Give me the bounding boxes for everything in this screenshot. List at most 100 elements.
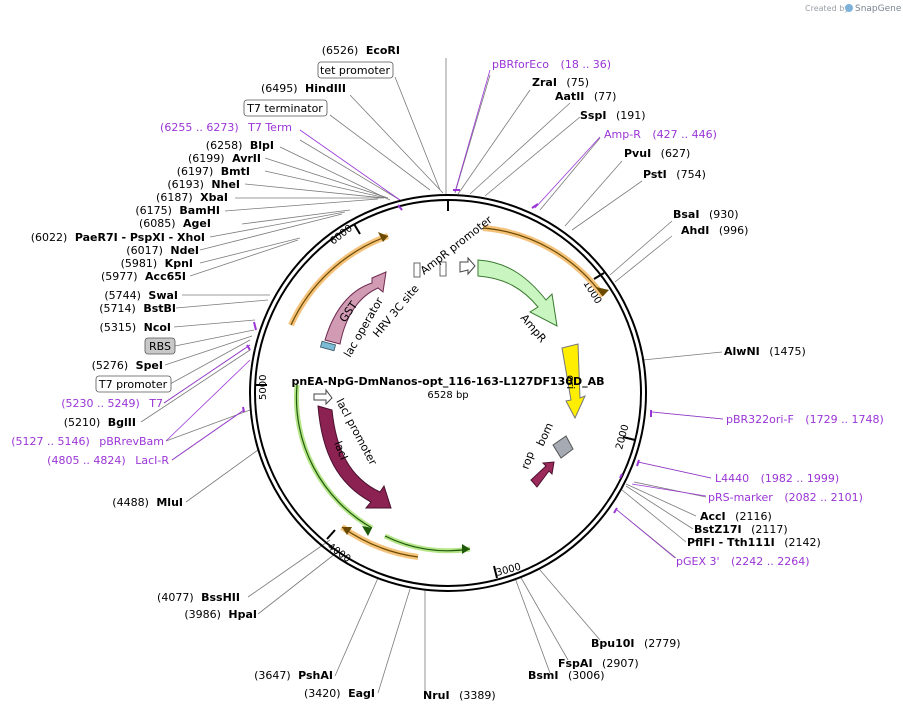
primer-name[interactable]: pRS-marker: [708, 491, 773, 504]
ampr-promoter-arrow[interactable]: [459, 256, 476, 276]
rop-arrow[interactable]: [530, 461, 555, 488]
svg-text:(5127 .. 5146) pBRrevBam: (5127 .. 5146) pBRrevBam: [11, 435, 164, 448]
site-pos: (2779): [644, 637, 681, 650]
svg-text:(6175) BamHI: (6175) BamHI: [135, 204, 220, 217]
orange-arrow-head: [596, 287, 609, 296]
primer-name[interactable]: T7 Term: [247, 121, 292, 134]
site-pos: (6495): [261, 82, 298, 95]
site-pos: (6193): [167, 178, 204, 191]
svg-text:(5981) KpnI: (5981) KpnI: [121, 257, 193, 270]
primer-range: (4805 .. 4824): [47, 454, 126, 467]
t7-promoter-label: T7 promoter: [98, 378, 168, 391]
ampr-arrow[interactable]: [477, 259, 558, 327]
snapgene-logo-icon: [845, 4, 853, 12]
feature-label-bom: bom: [534, 421, 556, 449]
t7-promoter-box[interactable]: [95, 375, 172, 393]
site-name[interactable]: PaeR7I - PspXI - XhoI: [75, 231, 205, 244]
site-name[interactable]: HindIII: [305, 82, 346, 95]
site-name[interactable]: KpnI: [165, 257, 193, 270]
site-pos: (5210): [64, 416, 101, 429]
left-site-labels: (6526) EcoRI (6495) HindIII (6258) BlpI …: [31, 44, 400, 700]
svg-text:(5230 .. 5249) T7: (5230 .. 5249) T7: [61, 397, 163, 410]
site-name[interactable]: PvuI: [624, 147, 651, 160]
ori-feature[interactable]: [561, 343, 586, 420]
primer-name[interactable]: T7: [148, 397, 163, 410]
site-name[interactable]: NruI: [423, 689, 450, 702]
primer-range: (2242 .. 2264): [731, 555, 810, 568]
svg-text:pBR322ori-F (1729 .. 1748): pBR322ori-F (1729 .. 1748): [726, 413, 884, 426]
site-name[interactable]: BsaI: [673, 208, 699, 221]
site-name[interactable]: SwaI: [148, 289, 178, 302]
svg-text:(3647) PshAI: (3647) PshAI: [254, 669, 333, 682]
site-name[interactable]: BglII: [108, 416, 136, 429]
site-name[interactable]: BstBI: [143, 302, 176, 315]
svg-text:PstI (754): PstI (754): [643, 168, 706, 181]
site-name[interactable]: BsmI: [528, 669, 559, 682]
boxed-features: tet promoter T7 terminator RBS T7 promot…: [95, 61, 394, 393]
site-name[interactable]: AccI: [700, 510, 726, 523]
site-name[interactable]: EagI: [348, 687, 375, 700]
primer-name[interactable]: pBR322ori-F: [726, 413, 794, 426]
site-pos: (3647): [254, 669, 291, 682]
site-name[interactable]: SpeI: [136, 359, 163, 372]
primer-name[interactable]: pBRrevBam: [99, 435, 164, 448]
site-name[interactable]: HpaI: [228, 608, 257, 621]
primer-name[interactable]: LacI-R: [135, 454, 169, 467]
site-name[interactable]: NcoI: [144, 321, 171, 334]
svg-text:Bpu10I (2779): Bpu10I (2779): [591, 637, 681, 650]
rbs-box[interactable]: [144, 337, 176, 355]
backbone-outer: [249, 194, 647, 592]
primer-name[interactable]: L4440: [715, 472, 749, 485]
site-name[interactable]: PstI: [643, 168, 667, 181]
site-name[interactable]: MluI: [156, 496, 183, 509]
primer-range: (427 .. 446): [652, 128, 717, 141]
site-pos: (5981): [121, 257, 158, 270]
site-pos: (2116): [735, 510, 772, 523]
site-name[interactable]: Acc65I: [145, 270, 186, 283]
laci-promoter-arrow[interactable]: [313, 388, 333, 406]
site-name[interactable]: AvrII: [232, 152, 261, 165]
primer-name[interactable]: pBRforEco: [492, 58, 549, 71]
site-name[interactable]: XbaI: [200, 191, 228, 204]
site-name[interactable]: SspI: [580, 109, 606, 122]
site-name[interactable]: AhdI: [681, 224, 709, 237]
site-name[interactable]: BmtI: [221, 165, 250, 178]
svg-text:L4440 (1982 .. 1999): L4440 (1982 .. 1999): [715, 472, 839, 485]
primer-name[interactable]: Amp-R: [604, 128, 641, 141]
site-name[interactable]: BlpI: [250, 139, 274, 152]
site-name[interactable]: AgeI: [183, 217, 211, 230]
site-name[interactable]: ZraI: [532, 76, 557, 89]
tet-promoter-label: tet promoter: [320, 64, 390, 77]
site-name[interactable]: NheI: [211, 178, 240, 191]
primer-name[interactable]: pGEX 3': [676, 555, 720, 568]
gst-arrow[interactable]: [324, 271, 387, 345]
primer-connectors: [163, 69, 724, 559]
t7-terminator-box[interactable]: [243, 99, 328, 117]
site-name[interactable]: BamHI: [179, 204, 220, 217]
site-name[interactable]: Bpu10I: [591, 637, 635, 650]
site-name[interactable]: AatII: [555, 90, 584, 103]
site-name[interactable]: BssHII: [201, 591, 240, 604]
svg-text:BstZ17I (2117): BstZ17I (2117): [694, 523, 788, 536]
site-name[interactable]: BstZ17I: [694, 523, 742, 536]
svg-text:(3420) EagI: (3420) EagI: [304, 687, 375, 700]
laci-arrow[interactable]: [317, 405, 392, 509]
svg-text:(6193) NheI: (6193) NheI: [167, 178, 240, 191]
site-pos: (6085): [139, 217, 176, 230]
plasmid-length: 6528 bp: [427, 390, 468, 401]
site-pos: (75): [566, 76, 589, 89]
site-name[interactable]: NdeI: [170, 244, 199, 257]
primer-range: (1729 .. 1748): [805, 413, 884, 426]
bom-feature[interactable]: [552, 435, 574, 459]
svg-text:(6085) AgeI: (6085) AgeI: [139, 217, 211, 230]
primer-range: (5230 .. 5249): [61, 397, 140, 410]
site-pos: (3420): [304, 687, 341, 700]
site-name[interactable]: FspAI: [558, 657, 593, 670]
site-pos: (754): [676, 168, 706, 181]
tet-promoter-box[interactable]: [317, 61, 394, 79]
site-pos: (3986): [184, 608, 221, 621]
site-name[interactable]: AlwNI: [724, 345, 760, 358]
site-name[interactable]: PflFI - Tth111I: [687, 536, 775, 549]
site-name[interactable]: EcoRI: [366, 44, 400, 57]
site-name[interactable]: PshAI: [298, 669, 333, 682]
